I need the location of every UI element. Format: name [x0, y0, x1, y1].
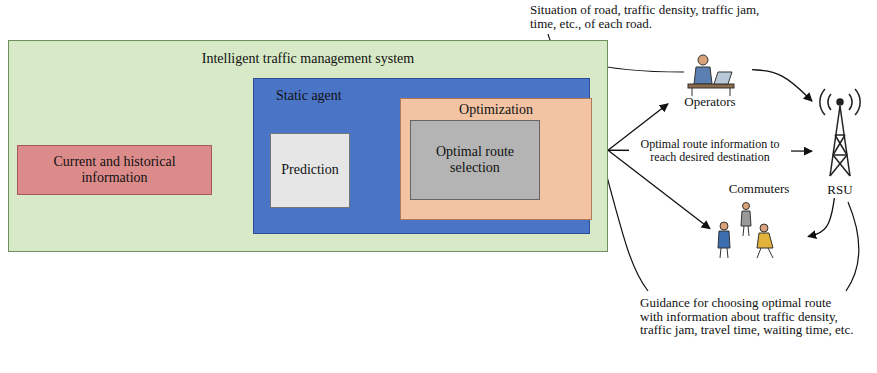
leader-line — [602, 158, 648, 291]
rsu-tower-icon — [820, 89, 860, 176]
system-box: Intelligent traffic management systemCur… — [8, 40, 608, 252]
operator-node: Operators — [668, 48, 752, 110]
rsu-node: RSU — [812, 88, 868, 198]
leader-line — [846, 202, 859, 291]
node-text: RSU — [827, 183, 852, 198]
process-box: Optimal route selection — [410, 120, 540, 200]
commuter-node: Commuters — [710, 182, 808, 260]
commuters-icon — [718, 203, 773, 259]
optimization-box: OptimizationOptimal route selection — [400, 98, 592, 220]
node-text: Optimal route selection — [421, 144, 529, 176]
node-text: Optimization — [401, 102, 591, 118]
data-box: Current and historical information — [17, 145, 212, 195]
node-text: Current and historical information — [28, 154, 201, 186]
edge-label: Optimal route information to reach desir… — [629, 138, 791, 164]
process-box: Prediction — [270, 133, 350, 208]
note-text: Situation of road, traffic density, traf… — [530, 3, 762, 30]
connector-arrow — [808, 198, 834, 237]
agent-box: Static agentPredictionOptimizationOptima… — [253, 78, 590, 234]
node-text: Operators — [684, 95, 735, 110]
node-text: Intelligent traffic management system — [9, 51, 607, 67]
note-text: Guidance for choosing optimal route with… — [640, 296, 855, 337]
operator-icon — [688, 55, 734, 96]
node-text: Commuters — [710, 182, 808, 197]
connector-arrow — [752, 70, 812, 102]
node-text: Prediction — [281, 162, 339, 178]
